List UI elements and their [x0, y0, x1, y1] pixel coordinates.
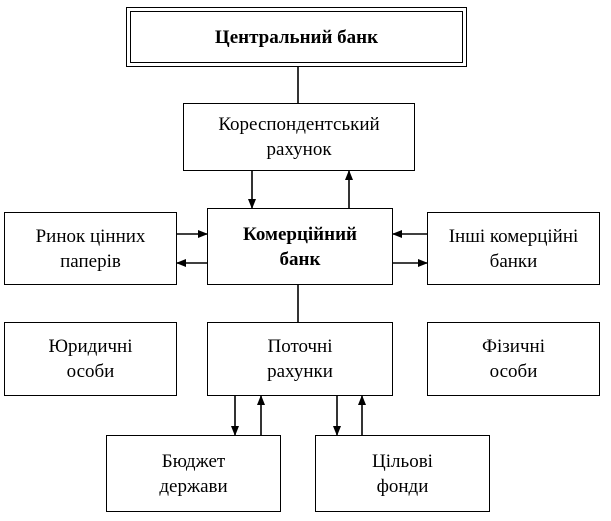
central-bank-label: Центральний банк: [214, 26, 379, 48]
other-banks-box: Інші комерційні банки: [427, 212, 600, 285]
correspondent-account-line1: Кореспондентський: [218, 114, 380, 135]
target-funds-line2: фонди: [376, 475, 429, 497]
current-accounts-line1: Поточні: [267, 336, 333, 357]
state-budget-line1: Бюджет: [161, 450, 226, 472]
correspondent-account-box: Кореспондентський рахунок: [183, 103, 415, 171]
legal-entities-box: Юридичні особи: [4, 322, 177, 396]
central-bank-box: Центральний банк: [126, 7, 467, 67]
legal-entities-line2: особи: [66, 361, 115, 382]
other-banks-line2: банки: [489, 250, 538, 272]
securities-market-line1: Ринок цінних: [35, 225, 146, 247]
individuals-line1: Фізичні: [482, 336, 545, 357]
individuals-box: Фізичні особи: [427, 322, 600, 396]
commercial-bank-box: Комерційний банк: [207, 208, 393, 285]
other-banks-line1: Інші комерційні: [448, 225, 579, 247]
state-budget-line2: держави: [159, 475, 228, 497]
correspondent-account-line2: рахунок: [266, 139, 332, 160]
individuals-line2: особи: [489, 361, 538, 382]
commercial-bank-line1: Комерційний: [243, 223, 357, 245]
commercial-bank-line2: банк: [279, 248, 321, 270]
state-budget-box: Бюджет держави: [106, 435, 281, 512]
current-accounts-box: Поточні рахунки: [207, 322, 393, 396]
legal-entities-line1: Юридичні: [48, 336, 133, 357]
target-funds-line1: Цільові: [372, 450, 433, 472]
securities-market-box: Ринок цінних паперів: [4, 212, 177, 285]
securities-market-line2: паперів: [60, 250, 121, 272]
target-funds-box: Цільові фонди: [315, 435, 490, 512]
current-accounts-line2: рахунки: [267, 361, 333, 382]
